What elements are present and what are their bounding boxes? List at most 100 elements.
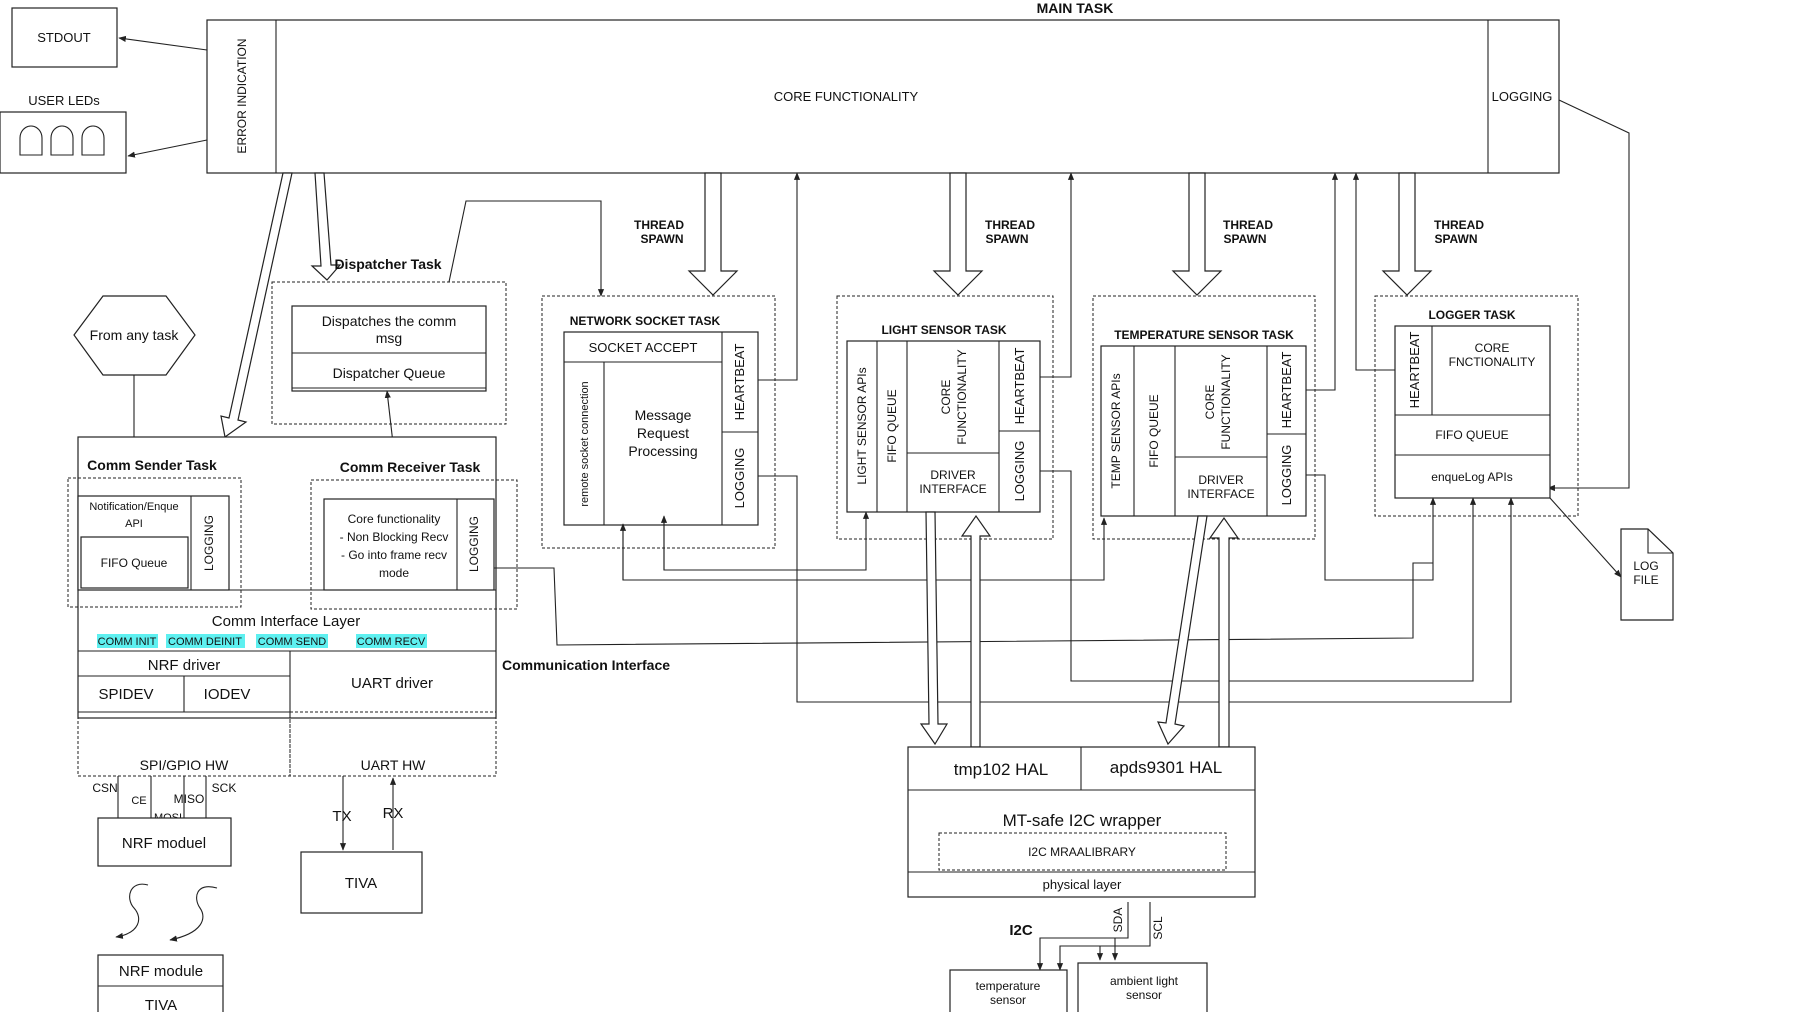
log-file-icon: LOG FILE (1620, 528, 1674, 621)
dispatcher-msg-line2: msg (376, 330, 402, 346)
comm-init-label: COMM INIT (98, 636, 157, 648)
hal-to-temp-driver-arrow (1208, 516, 1240, 748)
sda-label: SDA (1111, 908, 1125, 933)
spidev-label: SPIDEV (98, 686, 153, 703)
miso-pin-label: MISO (174, 792, 205, 806)
iodev-label: IODEV (204, 686, 251, 703)
comm-recv-label: COMM RECV (357, 636, 426, 648)
dispatcher-title: Dispatcher Task (334, 256, 441, 272)
tmp102-hal-label: tmp102 HAL (954, 760, 1049, 779)
processing-line2: Request (637, 425, 689, 441)
svg-text:STDOUT: STDOUT (37, 30, 91, 45)
svg-text:sensor: sensor (990, 993, 1026, 1007)
log-file-line2: FILE (1633, 573, 1658, 587)
thread-spawn-logger: THREAD SPAWN (1381, 172, 1484, 296)
comm-api-highlight (97, 634, 158, 648)
light-title: LIGHT SENSOR TASK (881, 323, 1006, 337)
user-leds (0, 111, 127, 174)
thread-spawn-network: THREAD SPAWN (634, 172, 739, 296)
light-fifo-label: FIFO QUEUE (885, 389, 899, 462)
nrf-module-tiva-stack: NRF module TIVA (97, 954, 224, 1012)
light-driver-line2: INTERFACE (919, 482, 986, 496)
processing-line3: Processing (628, 443, 697, 459)
temp-driver-to-hal-arrow (1157, 515, 1208, 746)
spi-gpio-hw-label: SPI/GPIO HW (140, 757, 229, 773)
temp-title: TEMPERATURE SENSOR TASK (1114, 328, 1294, 342)
thread-spawn-light: THREAD SPAWN (932, 172, 1035, 296)
log-file-line1: LOG (1633, 559, 1658, 573)
led-icon (50, 125, 74, 156)
main-task: MAIN TASK ERROR INDICATION CORE FUNCTION… (206, 0, 1560, 174)
temp-fifo-label: FIFO QUEUE (1147, 394, 1161, 467)
temp-logging-label: LOGGING (1279, 445, 1294, 506)
main-task-title: MAIN TASK (1037, 0, 1114, 16)
dispatcher-task: Dispatcher Task Dispatches the comm msg … (271, 256, 507, 425)
light-core-line1: CORE (939, 380, 953, 415)
network-heartbeat-label: HEARTBEAT (732, 344, 747, 421)
svg-text:THREAD: THREAD (1223, 218, 1273, 232)
comm-sender-title: Comm Sender Task (87, 457, 217, 473)
receiver-core-line4: mode (379, 566, 409, 580)
ce-pin-label: CE (131, 795, 146, 807)
error-indication-label: ERROR INDICATION (235, 38, 249, 153)
led-icon (81, 125, 105, 156)
svg-text:THREAD: THREAD (1434, 218, 1484, 232)
sender-logging-label: LOGGING (202, 515, 216, 571)
logger-core-line1: CORE (1475, 341, 1510, 355)
comm-stack: Comm Sender Task Comm Receiver Task Noti… (67, 436, 518, 719)
light-logging-label: LOGGING (1012, 441, 1027, 502)
svg-text:SPAWN: SPAWN (1223, 232, 1266, 246)
temp-core-line1: CORE (1203, 385, 1217, 420)
stdout-box: STDOUT (11, 7, 118, 68)
hal-to-light-driver-arrow (960, 514, 992, 748)
main-task-box (206, 19, 1560, 174)
svg-text:From any task: From any task (90, 327, 180, 343)
dispatcher-queue-label: Dispatcher Queue (333, 365, 446, 381)
physical-layer-label: physical layer (1043, 877, 1122, 892)
network-title: NETWORK SOCKET TASK (570, 314, 721, 328)
core-functionality-label: CORE FUNCTIONALITY (774, 89, 919, 104)
svg-text:THREAD: THREAD (634, 218, 684, 232)
csn-pin-label: CSN (92, 781, 117, 795)
tiva-box: TIVA (300, 851, 423, 914)
comm-send-label: COMM SEND (258, 636, 327, 648)
logger-core-line2: FNCTIONALITY (1449, 355, 1536, 369)
uart-hw-label: UART HW (361, 757, 427, 773)
enquelog-apis-label: enqueLog APIs (1431, 470, 1512, 484)
sck-pin-label: SCK (212, 781, 237, 795)
user-leds-label: USER LEDs (28, 93, 100, 108)
led-icon (19, 125, 43, 156)
temp-apis-label: TEMP SENSOR APIs (1109, 373, 1123, 488)
sender-fifo-label: FIFO Queue (101, 556, 168, 570)
main-to-comm-sender-arrow (220, 172, 293, 439)
receiver-core-line3: - Go into frame recv (341, 548, 447, 562)
dispatcher-msg-line1: Dispatches the comm (322, 313, 457, 329)
i2c-wrapper-label: MT-safe I2C wrapper (1003, 811, 1162, 830)
svg-text:SPAWN: SPAWN (1434, 232, 1477, 246)
temp-core-line2: FUNCTIONALITY (1219, 354, 1233, 449)
hw-layer: SPI/GPIO HW UART HW (77, 711, 497, 777)
receiver-logging-label: LOGGING (467, 516, 481, 572)
socket-accept-label: SOCKET ACCEPT (589, 340, 698, 355)
svg-text:SPAWN: SPAWN (985, 232, 1028, 246)
nrf-pins: CSN CE MOSI MISO SCK (92, 776, 236, 824)
svg-text:NRF moduel: NRF moduel (122, 835, 206, 852)
light-driver-line1: DRIVER (930, 468, 976, 482)
main-logging-label: LOGGING (1492, 89, 1553, 104)
scl-label: SCL (1151, 916, 1165, 940)
sender-api-line1: Notification/Enque (89, 501, 178, 513)
temp-driver-line1: DRIVER (1198, 473, 1244, 487)
comm-interface-layer-label: Comm Interface Layer (212, 613, 360, 630)
uart-driver-label: UART driver (351, 675, 433, 692)
logger-fifo-label: FIFO QUEUE (1435, 428, 1508, 442)
comm-receiver-title: Comm Receiver Task (340, 459, 481, 475)
temperature-sensor-task: TEMPERATURE SENSOR TASK TEMP SENSOR APIs… (1092, 295, 1316, 540)
remote-socket-label: remote socket connection (579, 381, 591, 506)
nrf-moduel-box: NRF moduel (97, 817, 232, 867)
network-logging-label: LOGGING (732, 448, 747, 509)
apds9301-hal-label: apds9301 HAL (1110, 758, 1222, 777)
receiver-core-line2: - Non Blocking Recv (340, 530, 449, 544)
from-any-task: From any task (73, 295, 196, 376)
svg-text:TIVA: TIVA (345, 875, 377, 892)
